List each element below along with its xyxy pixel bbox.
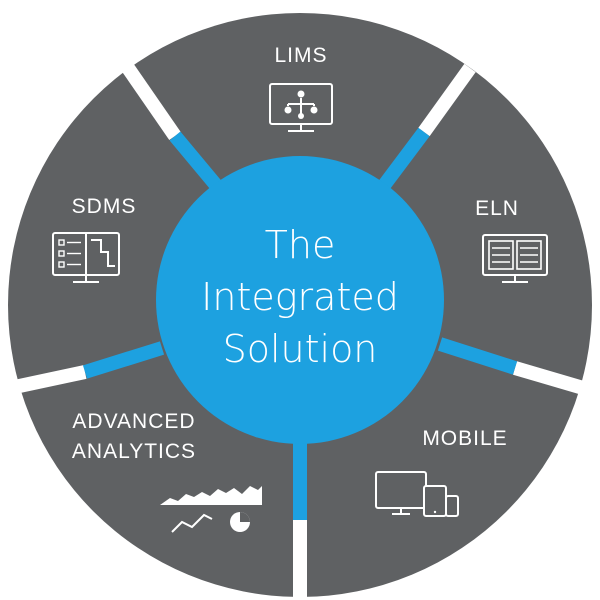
segment-advanced-analytics-label-line-1: ADVANCED (72, 410, 195, 433)
center-title-line-3: Solution (223, 327, 378, 371)
dividers (8, 63, 592, 600)
segment-eln-label: ELN (475, 197, 519, 220)
center-circle (156, 156, 444, 444)
segment-eln[interactable]: ELN (475, 197, 548, 283)
segment-mobile-label: MOBILE (422, 427, 507, 450)
analytics-charts-icon (160, 486, 262, 533)
center-title-line-2: Integrated (201, 275, 399, 319)
devices-icon (375, 471, 459, 517)
segment-sdms[interactable]: SDMS (52, 195, 137, 283)
segment-mobile[interactable]: MOBILE (375, 427, 508, 517)
network-monitor-icon (269, 83, 333, 132)
segment-lims-label: LIMS (274, 44, 327, 67)
segment-sdms-label: SDMS (72, 195, 137, 218)
segment-advanced-analytics[interactable]: ADVANCED ANALYTICS (72, 410, 262, 533)
segment-advanced-analytics-label-line-2: ANALYTICS (72, 440, 196, 463)
segment-lims[interactable]: LIMS (269, 44, 333, 132)
center-title-line-1: The (265, 223, 336, 267)
notebook-monitor-icon (482, 234, 548, 283)
checklist-monitor-icon (52, 232, 120, 283)
